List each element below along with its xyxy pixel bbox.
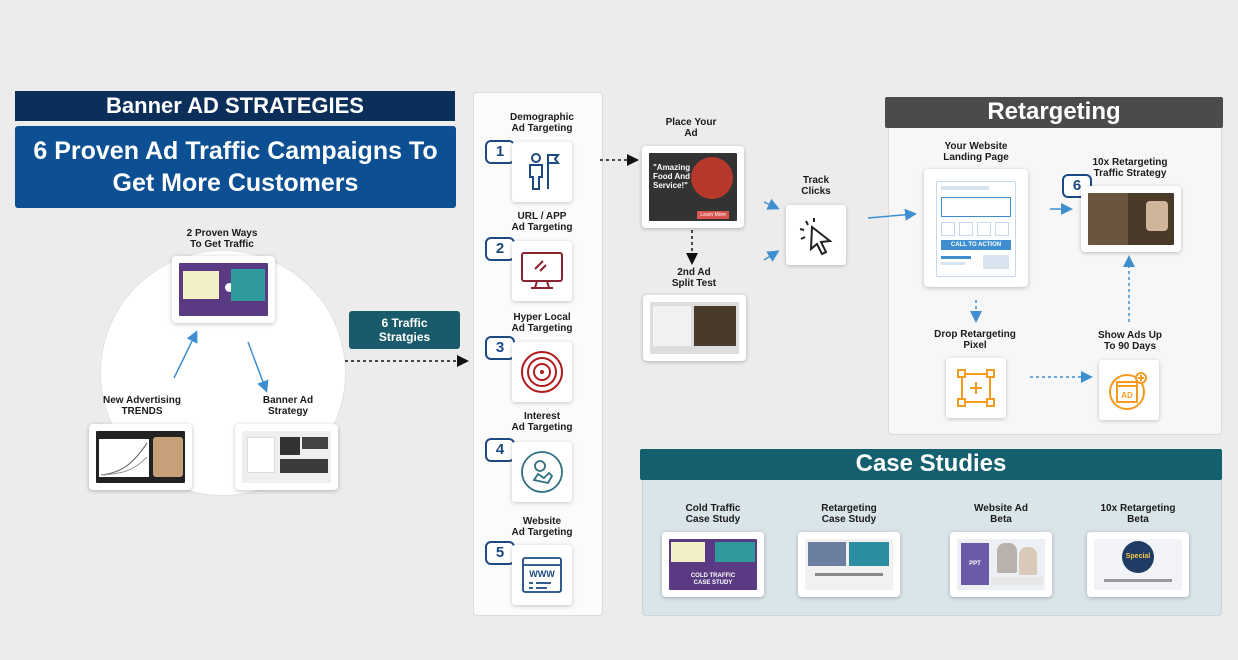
- subtitle-banner: 6 Proven Ad Traffic Campaigns To Get Mor…: [15, 126, 456, 208]
- title-banner: Banner AD STRATEGIES: [15, 91, 455, 121]
- call-to-action-button[interactable]: CALL TO ACTION: [941, 240, 1011, 250]
- trend-chart-icon: [100, 442, 148, 476]
- strategy-3-card[interactable]: [512, 342, 572, 402]
- strategy-1-card[interactable]: [512, 142, 572, 202]
- svg-text:AD: AD: [1121, 391, 1133, 400]
- person-flag-icon: [529, 153, 560, 190]
- strategy-5-card[interactable]: WWW: [512, 545, 572, 605]
- cycle-right-thumb[interactable]: [235, 424, 338, 490]
- www-icon: WWW: [522, 557, 562, 593]
- subtitle-line-2: Get More Customers: [112, 169, 359, 197]
- strategy-2-number: 2: [485, 237, 515, 261]
- case-study-2-thumb[interactable]: [798, 532, 900, 597]
- strategy-4-number: 4: [485, 438, 515, 462]
- retargeting-header: Retargeting: [885, 97, 1223, 128]
- arrow-to-landing: [867, 208, 917, 221]
- strategy-5-number: 5: [485, 541, 515, 565]
- pixel-card[interactable]: [946, 358, 1006, 418]
- track-clicks-card[interactable]: [786, 205, 846, 265]
- learn-more-button[interactable]: Learn More: [697, 211, 729, 219]
- retargeting-strategy-thumb[interactable]: [1081, 186, 1181, 252]
- case-studies-header: Case Studies: [640, 449, 1222, 480]
- ppt-icon: PPT: [961, 543, 989, 585]
- cycle-arrow-down: [247, 341, 269, 393]
- cycle-left-thumb[interactable]: [89, 424, 192, 490]
- show-ads-card[interactable]: AD: [1099, 360, 1159, 420]
- arrow-ad-to-track: [763, 198, 780, 210]
- monitor-icon: [521, 252, 563, 289]
- ad-display-icon: AD: [1109, 372, 1147, 410]
- subtitle-line-1: 6 Proven Ad Traffic Campaigns To: [33, 137, 438, 165]
- strategy-4-card[interactable]: [512, 442, 572, 502]
- cursor-click-icon: [799, 218, 833, 256]
- case-study-4-thumb[interactable]: Special: [1087, 532, 1189, 597]
- cycle-arrow-up: [173, 330, 198, 379]
- landing-page-card[interactable]: CALL TO ACTION: [924, 169, 1028, 287]
- strategy-2-card[interactable]: [512, 241, 572, 301]
- cycle-top-thumb[interactable]: [172, 256, 275, 323]
- split-test-thumb[interactable]: [643, 295, 746, 361]
- pixel-icon: [957, 369, 995, 407]
- arrow-split-to-track: [763, 250, 780, 262]
- case-study-3-thumb[interactable]: PPT: [950, 532, 1052, 597]
- target-icon: [521, 351, 563, 393]
- svg-text:WWW: WWW: [529, 569, 555, 579]
- interest-icon: [521, 451, 563, 493]
